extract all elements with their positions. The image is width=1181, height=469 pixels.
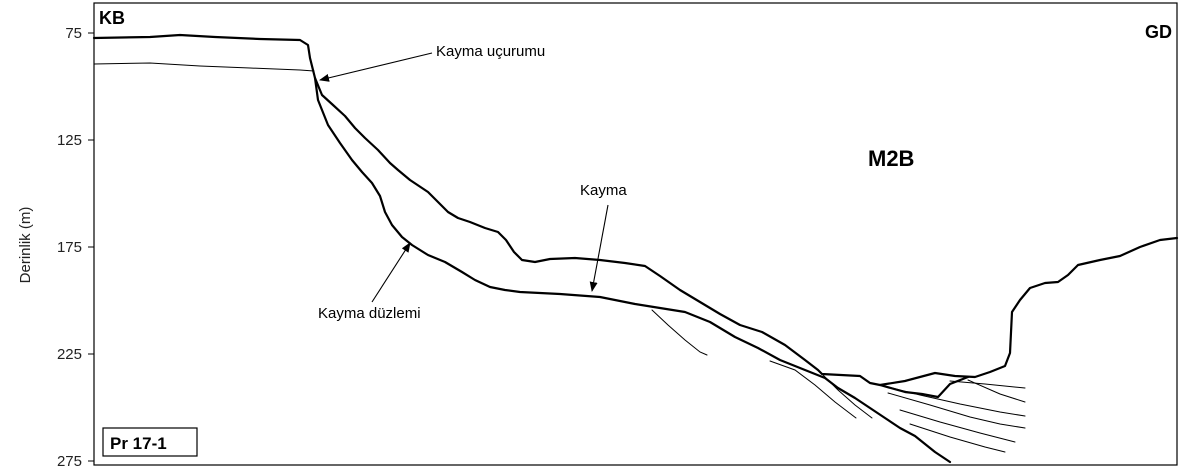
reflector-line: [651, 309, 708, 356]
profile-id-box: [102, 427, 198, 457]
reflector-line: [821, 373, 873, 419]
y-tick-label: 75: [65, 25, 82, 42]
slip-plane-line: [313, 76, 952, 464]
profile-id-label: Pr 17-1: [110, 434, 167, 453]
slide-annotation-label: Kayma: [580, 182, 627, 199]
reflector-line: [949, 380, 1026, 389]
right-direction-label: GD: [1145, 22, 1172, 42]
y-tick-label: 125: [57, 132, 82, 149]
y-axis: 75 125 175 225 275 Derinlik (m): [17, 25, 94, 469]
reflector-line: [887, 392, 1026, 429]
left-direction-label: KB: [99, 8, 125, 28]
y-tick-label: 175: [57, 239, 82, 256]
y-axis-title: Derinlik (m): [17, 207, 34, 284]
y-tick-label: 275: [57, 453, 82, 469]
right-slide-block: [878, 375, 970, 399]
unit-label: M2B: [868, 146, 914, 171]
reflector-line: [879, 384, 1026, 417]
slip-plane-arrow: [371, 242, 411, 303]
y-tick-label: 225: [57, 346, 82, 363]
reflector-line: [909, 423, 1006, 453]
diagram-frame: [93, 2, 1178, 466]
reflector-line: [899, 409, 1016, 443]
scarp-arrow: [319, 52, 433, 82]
reflector-line: [769, 360, 857, 419]
scarp-annotation-label: Kayma uçurumu: [436, 43, 545, 60]
seafloor-top-line: [92, 33, 1179, 387]
reflector-line: [93, 62, 315, 72]
slip-plane-annotation-label: Kayma düzlemi: [318, 305, 421, 322]
reflector-line: [967, 379, 1026, 403]
slide-arrow: [589, 204, 609, 292]
